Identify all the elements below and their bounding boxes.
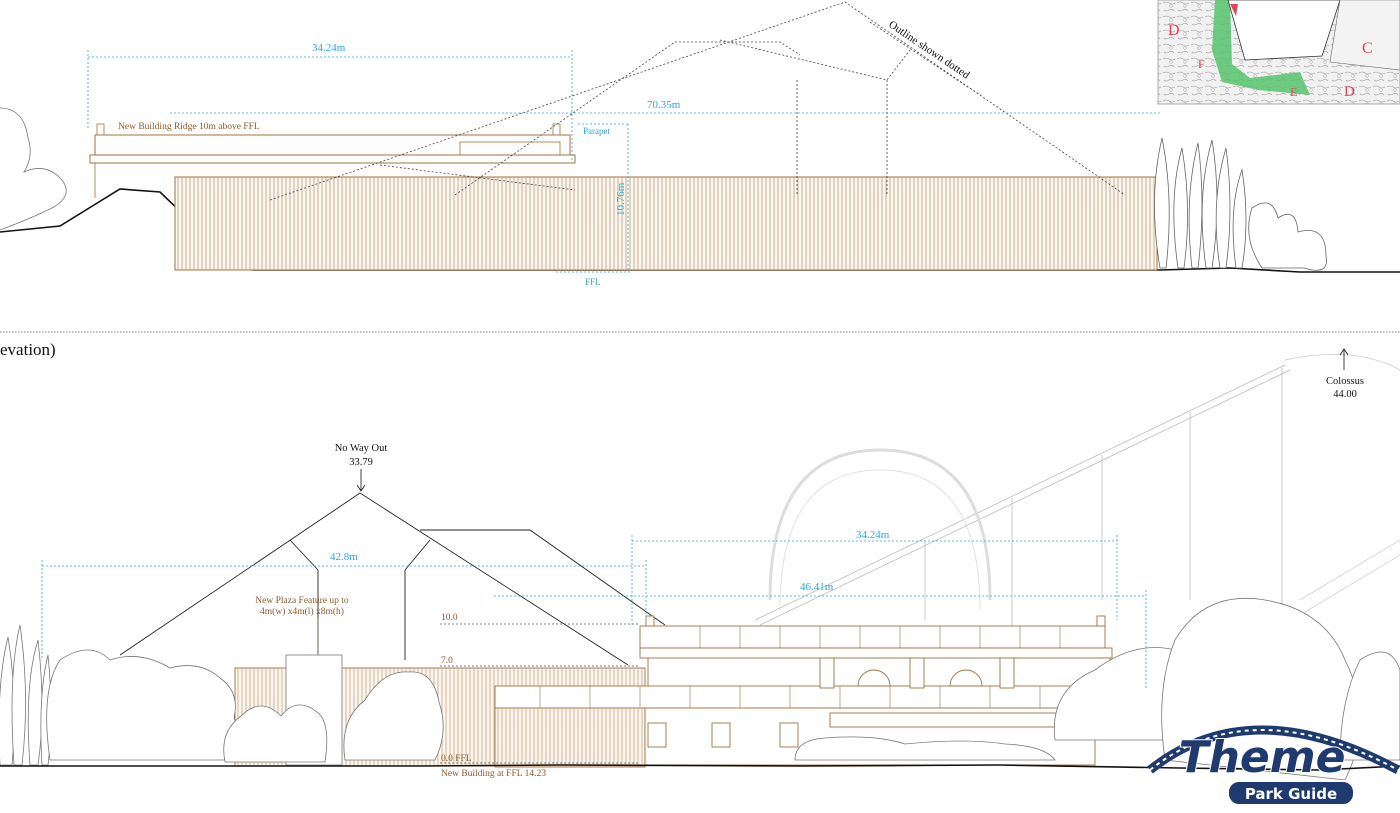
ridge-label: New Building Ridge 10m above FFL: [118, 122, 260, 132]
parapet-label: Parapet: [583, 126, 610, 136]
map-zone-e: E: [1290, 85, 1297, 99]
bottom-dim-width: 42.8m: [330, 551, 358, 563]
level-guides: [440, 623, 640, 764]
plaza-label-line2: 4m(w) x4m(l) x8m(h): [260, 606, 344, 617]
colossus-label: Colossus: [1326, 376, 1364, 387]
top-dim-length: 70.35m: [647, 99, 681, 111]
section-label: evation): [0, 340, 56, 359]
map-zone-d2: D: [1344, 84, 1355, 100]
top-right-trees: [1154, 137, 1327, 271]
top-left-trees: [0, 107, 67, 231]
plaza-label-line1: New Plaza Feature up to: [255, 596, 349, 606]
level-0: 0.0 FFL: [441, 754, 472, 764]
no-way-out-label: No Way Out: [335, 443, 388, 454]
map-zone-c: C: [1362, 40, 1373, 57]
level-10: 10.0: [441, 613, 458, 623]
top-elevation: 34.24m 70.35m 10.76m Parapet FFL New Bui…: [0, 1, 1400, 287]
theme-park-guide-logo: Theme Park Guide: [1147, 725, 1400, 806]
top-new-building: [89, 123, 1158, 271]
map-zone-d1: D: [1168, 22, 1180, 39]
outline-note: Outline shown dotted: [886, 19, 972, 82]
no-way-out-arrowhead: [356, 484, 366, 492]
bottom-dim-right: 34.24m: [856, 529, 890, 541]
map-zone-f: F: [1198, 57, 1205, 71]
top-dotted-outline: [269, 1, 1126, 201]
logo-tagline: Park Guide: [1245, 785, 1337, 803]
top-dim-width: 34.24m: [312, 42, 346, 54]
ffl-label: FFL: [585, 277, 601, 287]
colossus-value: 44.00: [1333, 389, 1357, 400]
bottom-building-mullions: [539, 626, 1091, 708]
logo-word: Theme: [1179, 732, 1346, 783]
bottom-elevation: 42.8m 34.24m 46.41m No Way Out 33.79 Col…: [0, 348, 1400, 781]
bottom-cladding-lower: [494, 706, 646, 768]
site-map-inset: D C F E D: [1157, 0, 1400, 105]
no-way-out-value: 33.79: [349, 457, 373, 468]
ffl-note: New Building at FFL 14.23: [441, 769, 546, 779]
bottom-ground-line: [0, 764, 1400, 771]
bottom-dimensions: [41, 535, 1147, 690]
top-dimensions: [87, 50, 1160, 273]
no-way-out-outline: [119, 492, 666, 666]
bottom-dim-mid: 46.41m: [800, 581, 834, 593]
colossus-structure: [754, 353, 1400, 720]
level-7: 7.0: [441, 656, 453, 666]
colossus-arrowhead: [1339, 348, 1349, 356]
top-dim-height: 10.76m: [615, 182, 627, 216]
